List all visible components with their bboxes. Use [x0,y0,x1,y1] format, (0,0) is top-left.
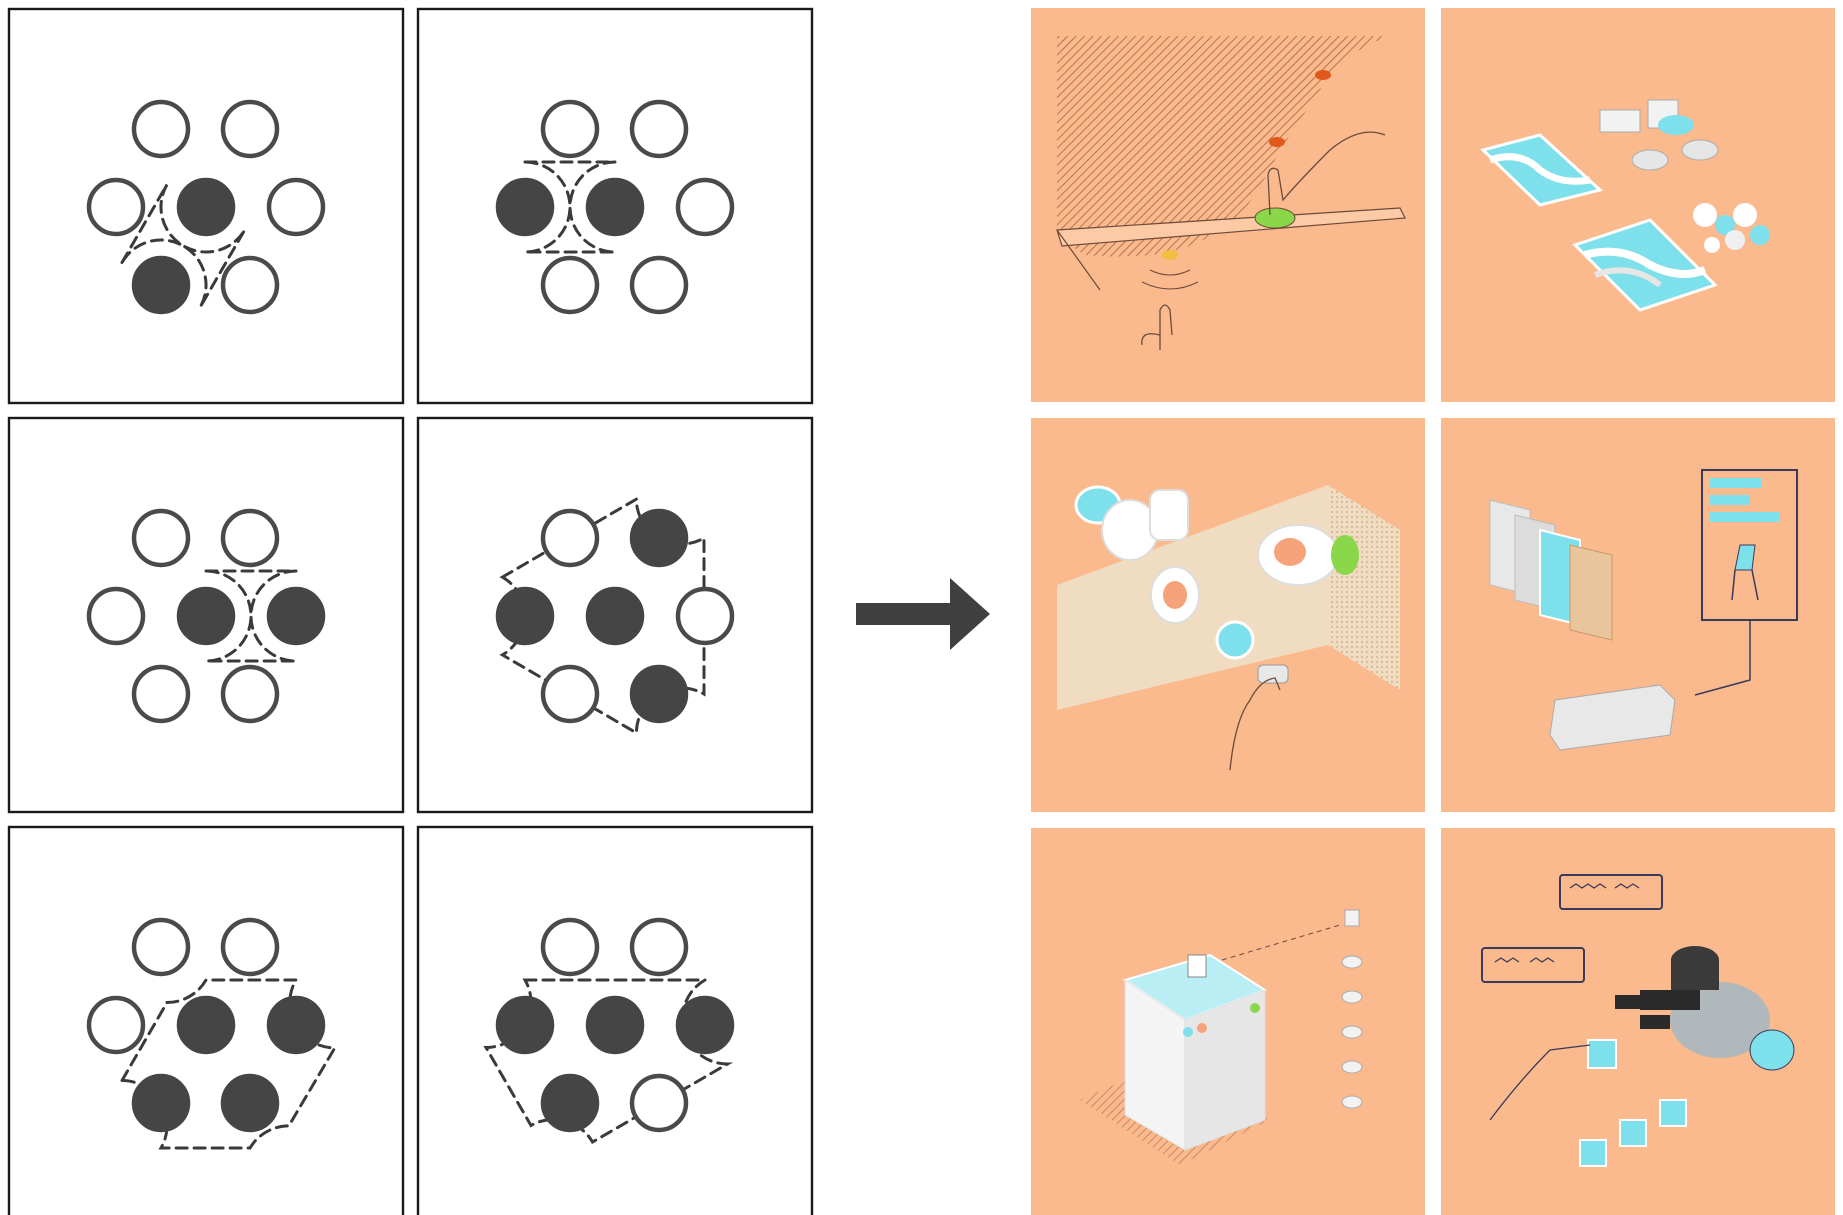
filled-dot-center [585,586,645,646]
filled-dot-top-right [629,508,689,568]
material-pieces-icon [1480,99,1770,312]
filled-dot-bottom-left [131,1073,191,1133]
empty-dot-mid-left [86,586,146,646]
empty-dot-top-right [220,917,280,977]
filled-dot-center [176,995,236,1055]
selection-outline [524,160,616,254]
material-samples-chair-icon [1489,469,1798,751]
empty-dot-mid-right [675,586,735,646]
filled-dot-mid-left [495,586,555,646]
empty-dot-bottom-left [131,664,191,724]
dot-panel-1 [7,7,405,405]
empty-dot-top-left [131,917,191,977]
empty-dot-top-left [540,508,600,568]
empty-dot-top-right [220,508,280,568]
empty-dot-mid-left [86,995,146,1055]
empty-dot-top-right [220,99,280,159]
illustration-tile-5 [1031,828,1425,1215]
filled-dot-bottom-right [629,664,689,724]
filled-dot-mid-left [495,177,555,237]
empty-dot-top-left [131,508,191,568]
arrow-right-icon [856,578,990,650]
wall-mounted-parts-icon [1057,485,1400,771]
filled-dot-bottom-left [131,255,191,315]
dot-panels [7,7,814,1215]
empty-dot-mid-right [675,177,735,237]
fabrication-machine-icon [1080,909,1363,1165]
filled-dot-mid-right [266,586,326,646]
filled-dot-center [176,177,236,237]
empty-dot-top-right [629,99,689,159]
filled-dot-center [585,995,645,1055]
filled-dot-mid-right [675,995,735,1055]
empty-dot-top-left [540,99,600,159]
filled-dot-center [585,177,645,237]
filled-dot-bottom-right [220,1073,280,1133]
illustration-tile-1 [1031,8,1425,402]
empty-dot-mid-right [266,177,326,237]
empty-dot-bottom-right [220,664,280,724]
filled-dot-mid-left [495,995,555,1055]
illustration-tile-3 [1031,418,1425,812]
dot-panel-2 [416,7,814,405]
dot-panel-6 [416,825,814,1215]
empty-dot-bottom-right [629,1073,689,1133]
filled-dot-bottom-left [540,1073,600,1133]
dot-panel-5 [7,825,405,1215]
selection-outline [205,569,297,663]
empty-dot-top-left [131,99,191,159]
empty-dot-bottom-left [540,664,600,724]
empty-dot-top-right [629,917,689,977]
hand-drawing-on-surface-icon [1056,36,1406,350]
illustration-tile-2 [1441,8,1835,402]
filled-dot-center [176,586,236,646]
illustration-tile-4 [1441,418,1835,812]
empty-dot-bottom-left [540,255,600,315]
filled-dot-mid-right [266,995,326,1055]
empty-dot-top-left [540,917,600,977]
empty-dot-bottom-right [220,255,280,315]
dot-panel-4 [416,416,814,814]
dot-panel-3 [7,416,405,814]
empty-dot-bottom-right [629,255,689,315]
illustration-tile-6 [1441,828,1835,1215]
empty-dot-mid-left [86,177,146,237]
robot-arm-assembly-icon [1481,874,1795,1167]
selection-outline [120,183,247,309]
